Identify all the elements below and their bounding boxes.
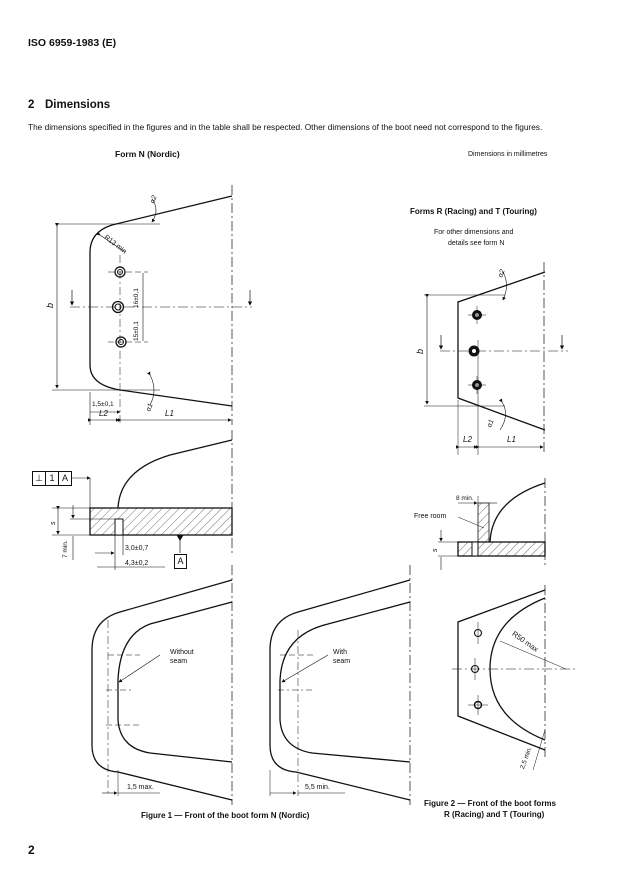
racing-top-view: [424, 262, 568, 455]
figure2-heading: Forms R (Racing) and T (Touring): [410, 207, 537, 216]
section-number: 2: [28, 99, 35, 111]
min8-label: 8 min.: [456, 495, 474, 502]
datum-ref: A: [61, 473, 68, 483]
figure2-note-line2: details see form N: [448, 240, 505, 247]
min-seam-label: 5,5 min.: [305, 784, 330, 791]
fig2-s-label: s: [432, 548, 439, 553]
racing-section-view: [438, 478, 546, 570]
max-seam-label: 1,5 max.: [127, 784, 154, 791]
L2-label: L2: [99, 409, 108, 418]
hole-spacing-1-label: 16±0,1: [133, 288, 140, 308]
depth-label: 7 min.: [62, 540, 69, 558]
width-1-label: 3,0±0,7: [125, 545, 149, 552]
tolerance-frame: ⊥ 1 A: [32, 471, 72, 486]
s-label: s: [50, 521, 57, 526]
dim-b-label: b: [45, 302, 56, 309]
document-header: ISO 6959-1983 (E): [28, 37, 117, 49]
body-paragraph: The dimensions specified in the figures …: [28, 122, 543, 132]
width-2-label: 4,3±0,2: [125, 560, 149, 567]
nordic-bottom-views: [91, 565, 411, 805]
nordic-section-view: [52, 430, 233, 570]
perpendicularity-symbol: ⊥: [33, 472, 46, 485]
free-room-label: Free room: [414, 513, 447, 520]
figure2-note-line1: For other dimensions and: [434, 229, 514, 236]
figure1-caption: Figure 1 — Front of the boot form N (Nor…: [141, 811, 310, 820]
datum-a-box: A: [174, 554, 187, 569]
section-title: Dimensions: [45, 99, 111, 111]
L1-label: L1: [165, 409, 174, 418]
units-note: Dimensions in millimetres: [468, 151, 548, 158]
offset-label: 1,5±0,1: [92, 401, 114, 408]
figure2-caption-line1: Figure 2 — Front of the boot forms: [424, 799, 556, 808]
figure2-caption-line2: R (Racing) and T (Touring): [444, 810, 545, 819]
hole-spacing-2-label: 15±0,1: [133, 321, 140, 341]
nordic-top-view: [52, 185, 253, 425]
fig2-dim-b-label: b: [415, 348, 426, 355]
without-seam-label: Without seam: [170, 649, 194, 665]
tolerance-value: 1: [46, 472, 59, 485]
with-seam-label: With seam: [333, 649, 351, 665]
fig2-L2-label: L2: [463, 435, 472, 444]
figure1-heading: Form N (Nordic): [115, 149, 180, 159]
fig2-L1-label: L1: [507, 435, 516, 444]
page-number: 2: [28, 843, 35, 857]
racing-bottom-view: [452, 585, 578, 771]
